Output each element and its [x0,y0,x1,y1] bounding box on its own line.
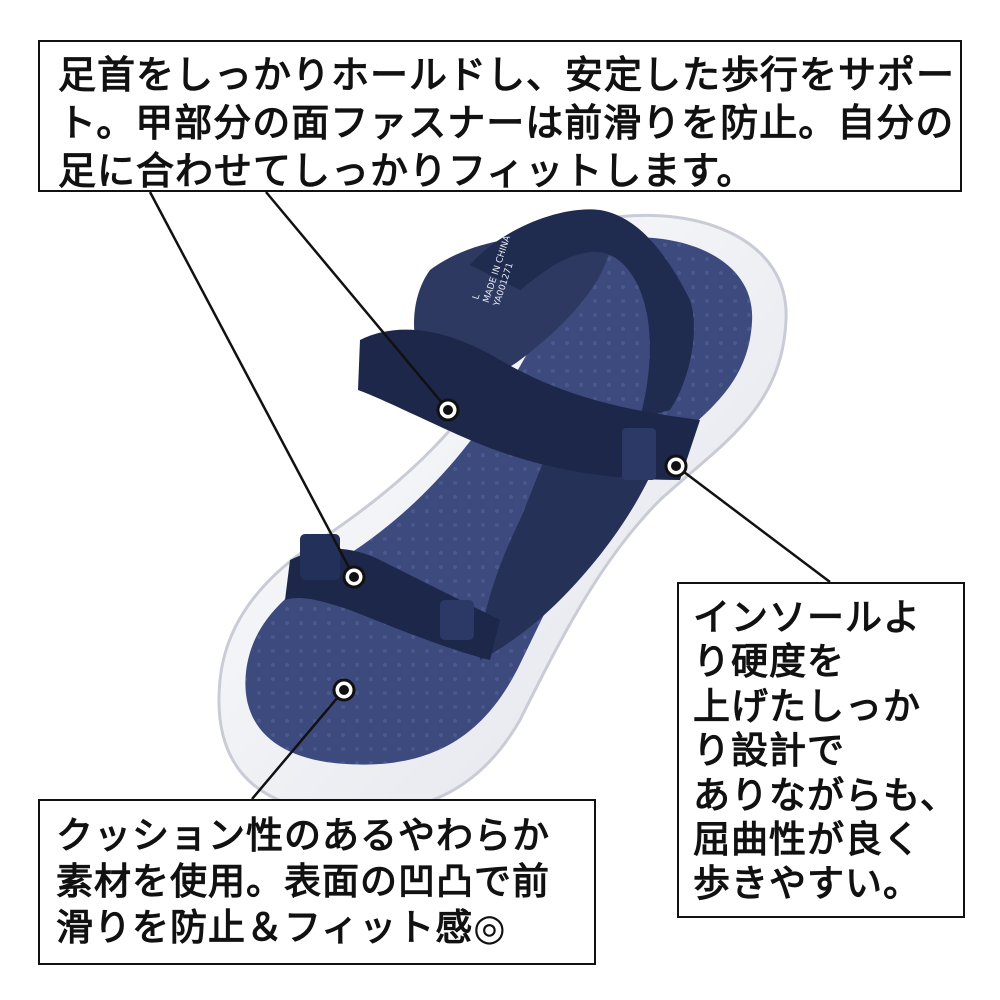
ankle-strap-buckle [622,428,656,480]
callout-ankle-support-line-1: 足首をしっかりホールドし、安定した歩行をサポー [58,53,956,97]
callout-insole-line-4: り設計で [693,729,845,773]
leader-line-sole [675,465,831,583]
leader-dot-footbed-inner [339,685,349,695]
callout-cushion-line-2: 素材を使用。表面の凹凸で前 [56,859,550,903]
leader-dot-toe-inner [349,572,359,582]
callout-cushion-material: クッション性のあるやわらか 素材を使用。表面の凹凸で前 滑りを防止＆フィット感◎ [38,799,596,965]
footbed-texture [245,237,753,765]
callout-ankle-support-line-3: 足に合わせてしっかりフィットします。 [58,148,756,193]
product-label-size: L [471,293,482,301]
toe-strap-buckle [440,600,474,640]
callout-cushion-line-1: クッション性のあるやわらか [56,814,550,857]
leader-line-footbed [251,689,345,800]
callout-insole-line-3: 上げたしっか [693,684,921,728]
leader-line-ankle [265,191,449,411]
callout-insole-line-6: 屈曲性が良く [693,817,921,861]
callout-insole-line-7: 歩きやすい。 [693,862,921,906]
leader-dot-ankle-inner [443,405,453,415]
callout-insole-line-1: インソールよ [693,596,921,639]
leader-dot-sole-inner [671,461,681,471]
callout-ankle-support-line-2: ト。甲部分の面ファスナーは前滑りを防止。自分の [58,100,955,145]
toe-strap-tab [300,534,340,580]
callout-insole-line-2: り硬度を [693,640,845,684]
ankle-strap [358,329,700,480]
leader-line-toe [148,191,356,578]
callout-cushion-line-3: 滑りを防止＆フィット感◎ [56,905,507,949]
callout-insole-flexibility: インソールよ り硬度を 上げたしっか り設計で ありながらも、 屈曲性が良く 歩… [677,582,965,918]
heel-strap [470,209,694,418]
callout-insole-line-5: ありながらも、 [693,773,958,817]
callout-ankle-support: 足首をしっかりホールドし、安定した歩行をサポー ト。甲部分の面ファスナーは前滑り… [38,40,962,193]
